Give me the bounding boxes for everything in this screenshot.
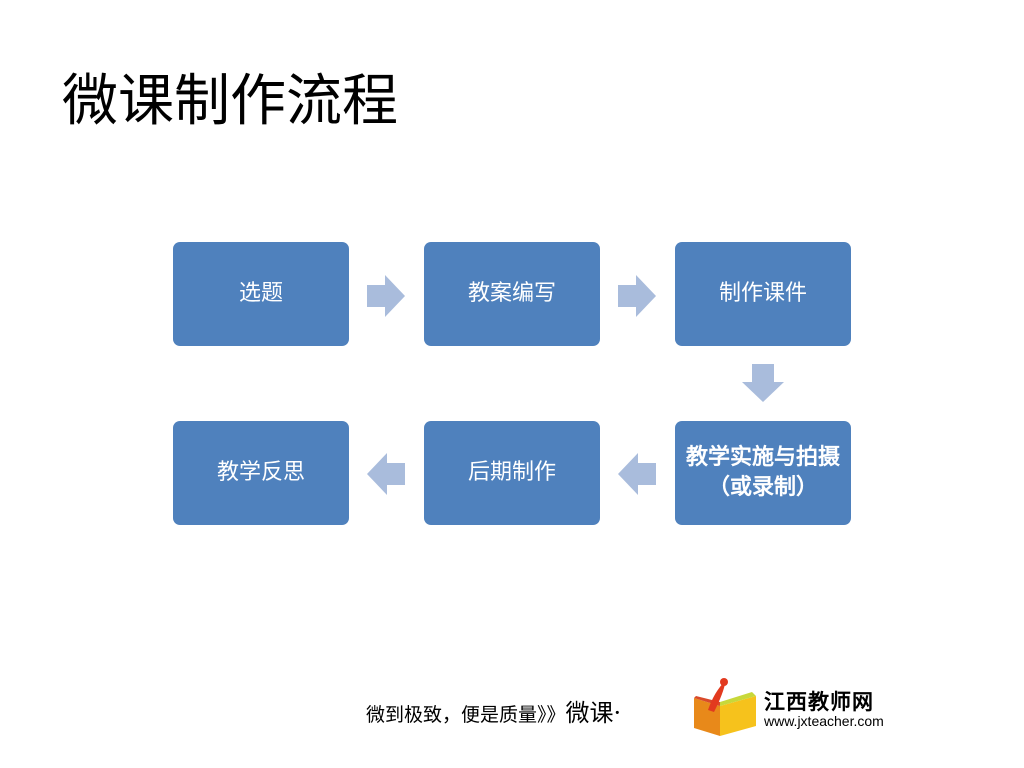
footer-slogan-end: 微课· — [565, 699, 622, 727]
step-post-production: 后期制作 — [424, 421, 600, 525]
step-lesson-plan: 教案编写 — [424, 242, 600, 346]
arrow-left-icon — [367, 453, 405, 495]
step-make-courseware: 制作课件 — [675, 242, 851, 346]
slide-title: 微课制作流程 — [62, 69, 398, 134]
logo-url: www.jxteacher.com — [764, 713, 884, 729]
step-teach-and-record: 教学实施与拍摄（或录制） — [675, 421, 851, 525]
arrow-right-icon — [618, 275, 656, 317]
book-logo-icon — [690, 676, 760, 742]
arrow-right-icon — [367, 275, 405, 317]
arrow-down-icon — [742, 364, 784, 402]
step-reflection: 教学反思 — [173, 421, 349, 525]
arrow-left-icon — [618, 453, 656, 495]
logo-name: 江西教师网 — [764, 690, 874, 714]
step-topic-selection: 选题 — [173, 242, 349, 346]
footer-slogan: 微到极致，便是质量》》微课· — [366, 700, 621, 728]
footer-slogan-text: 微到极致，便是质量》》 — [366, 704, 566, 726]
